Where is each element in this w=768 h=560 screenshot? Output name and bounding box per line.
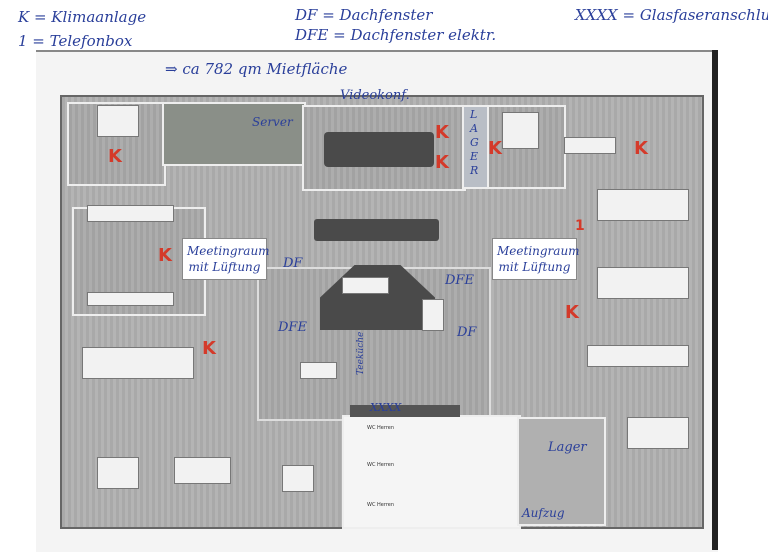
storage-room [462,105,491,189]
desk [502,112,539,149]
ac-marker: K [435,152,449,173]
df-marker: DF [457,325,477,340]
legend-phonebox: 1 = Telefonbox [18,32,133,50]
desk [174,457,231,484]
server-label: Server [252,115,293,129]
meeting-room-right-label: Meetingraum mit Lüftung [492,238,580,280]
desk-group [87,205,174,222]
kitchen-label: Teeküche [356,331,366,375]
desk [282,465,314,492]
df-marker: DF [283,256,303,271]
dfe-marker: DFE [278,320,307,335]
ac-marker: K [435,122,449,143]
fiber-wall [350,405,460,417]
legend-df: DF = Dachfenster [295,6,433,24]
desk-group [597,189,689,221]
server-room [162,102,306,166]
stairwell [342,415,521,529]
lager-room [517,417,606,526]
ac-marker: K [634,138,648,159]
ac-marker: K [565,302,579,323]
aufzug-label: Aufzug [522,506,565,520]
ac-marker: K [108,146,122,167]
desk-group [82,347,194,379]
legend-xxxx: XXXX = Glasfaseranschluss [575,6,768,24]
kitchen-counter [422,299,444,331]
ac-marker: K [158,245,172,266]
desk-group [87,292,174,306]
dfe-marker: DFE [445,273,474,288]
desk [342,277,389,294]
area-note: ⇒ ca 782 qm Mietfläche [165,60,348,78]
floor-plan: WC Herren WC Herren WC Herren [60,95,704,529]
legend-k: K = Klimaanlage [18,8,147,26]
desk [564,137,616,154]
desk [97,105,139,137]
desk [300,362,337,379]
legend-dfe: DFE = Dachfenster elektr. [295,26,497,44]
long-table [314,219,439,241]
desk-group [627,417,689,449]
wc-label: WC Herren [367,462,395,468]
scan-edge [712,50,718,550]
ac-marker: K [202,338,216,359]
desk [97,457,139,489]
fiber-marker: XXXX [370,401,402,414]
conference-table [324,132,434,167]
wc-label: WC Herren [367,425,395,431]
phonebox-marker: 1 [575,218,585,234]
lager-label: Lager [548,440,587,455]
desk-group [597,267,689,299]
ac-marker: K [488,138,502,159]
lager-vertical-label: LAGER [470,108,479,177]
video-conference-label: Videokonf. [340,88,410,103]
meeting-room-left-label: Meetingraum mit Lüftung [182,238,270,280]
wc-label: WC Herren [367,502,395,508]
desk-group [587,345,689,367]
